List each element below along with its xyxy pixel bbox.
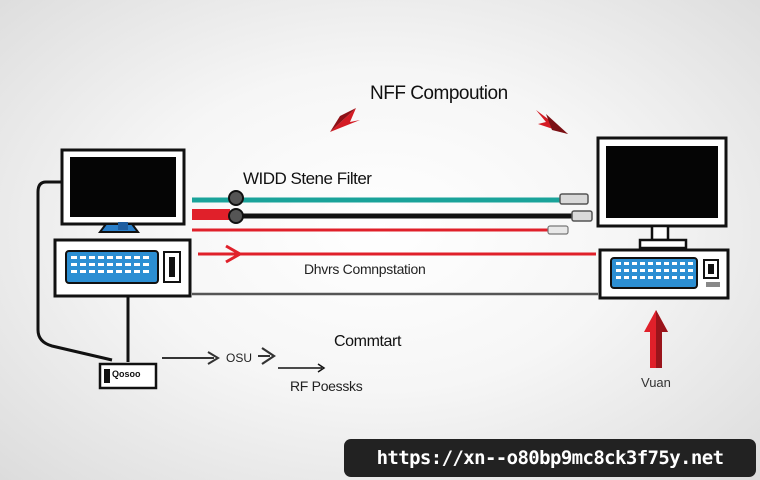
commit-label: Commtart bbox=[334, 333, 402, 350]
red-up-arrow-icon bbox=[644, 310, 668, 368]
arrow-to-commit bbox=[258, 347, 326, 373]
vuan-label: Vuan bbox=[641, 375, 671, 390]
drivers-label: Dhvrs Comnpstation bbox=[304, 261, 426, 277]
red-arrow-left bbox=[198, 244, 244, 264]
arrow-to-osu bbox=[162, 351, 220, 365]
capture-box-label: Qosoo bbox=[112, 369, 141, 379]
left-computer-icon bbox=[53, 148, 192, 298]
video-filter-label: WIDD Stene Filter bbox=[243, 169, 372, 188]
watermark-url: https://xn--o80bp9mc8ck3f75y.net bbox=[344, 439, 756, 477]
title-arrow-left bbox=[330, 108, 360, 132]
left-connector-line bbox=[36, 180, 113, 362]
rf-process-label: RF Poessks bbox=[290, 378, 363, 394]
diagram-title: NFF Compoution bbox=[370, 83, 508, 104]
cables bbox=[192, 190, 598, 296]
title-arrow-right bbox=[536, 110, 568, 134]
capture-device-icon bbox=[98, 362, 158, 390]
osu-label: OSU bbox=[226, 351, 253, 365]
right-computer-icon bbox=[596, 136, 730, 300]
